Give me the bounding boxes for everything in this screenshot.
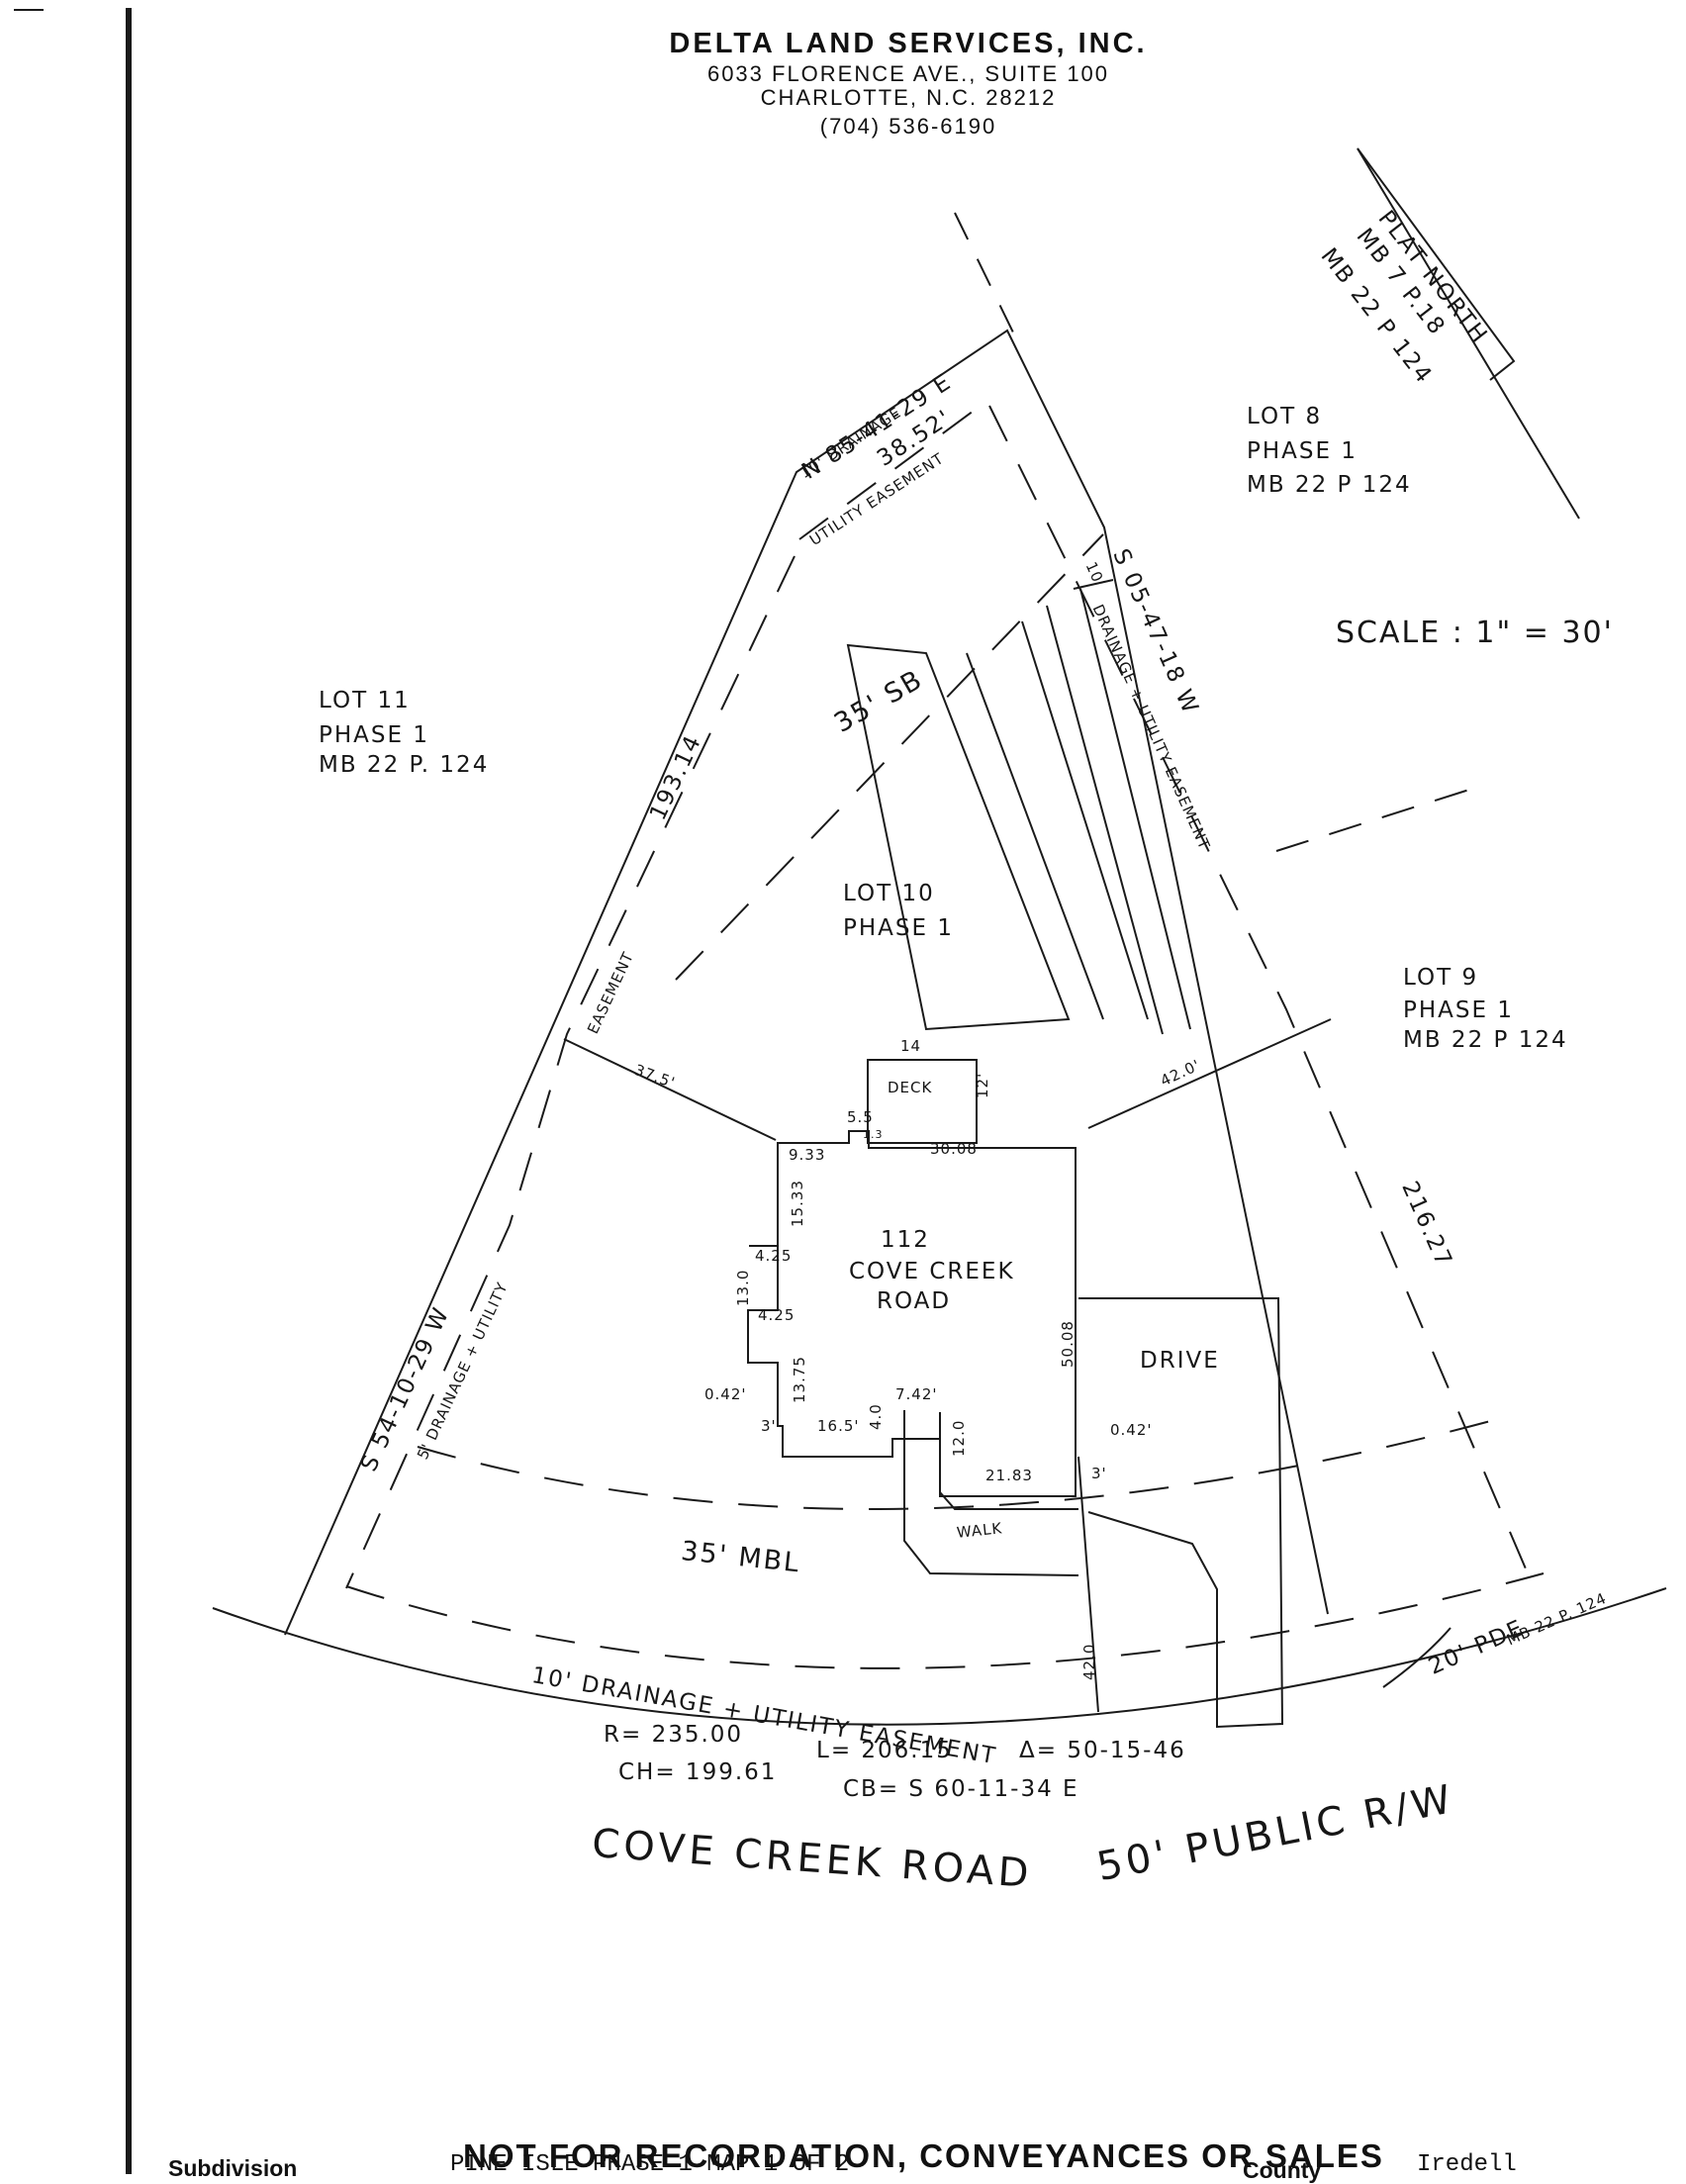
chord-length: CH= 199.61 xyxy=(618,1759,778,1785)
dim-corner-offset: 0.42' xyxy=(704,1385,747,1403)
chord-bearing: CB= S 60-11-34 E xyxy=(843,1776,1079,1802)
lot9-ref: MB 22 P 124 xyxy=(1403,1027,1568,1053)
house-street: COVE CREEK xyxy=(849,1259,1015,1284)
dim-bay: 13.0 xyxy=(734,1269,752,1306)
lot8-phase: PHASE 1 xyxy=(1247,438,1358,464)
hatch-4 xyxy=(1079,588,1191,1030)
walk-inner xyxy=(939,1412,1078,1510)
dim-stoop-width: 7.42' xyxy=(895,1385,938,1403)
east-future-line xyxy=(954,212,1014,333)
company-name: DELTA LAND SERVICES, INC. xyxy=(669,28,1148,59)
lot11-name: LOT 11 xyxy=(319,688,411,713)
dim-deck-width: 14 xyxy=(900,1037,922,1055)
company-address: 6033 FLORENCE AVE., SUITE 100 xyxy=(706,61,1110,86)
drive-label: DRIVE xyxy=(1140,1348,1220,1374)
front-curve xyxy=(212,1587,1667,1726)
deck-label: DECK xyxy=(888,1079,933,1096)
dim-corner-three: 3' xyxy=(761,1417,777,1435)
lot11-phase: PHASE 1 xyxy=(319,722,429,748)
hatch-1 xyxy=(966,652,1104,1020)
company-city: CHARLOTTE, N.C. 28212 xyxy=(760,85,1057,110)
lot10-name: LOT 10 xyxy=(843,881,935,906)
pde-leader xyxy=(1382,1627,1452,1688)
dim-to-east xyxy=(1087,1018,1332,1129)
lot10-phase: PHASE 1 xyxy=(843,915,954,941)
scale-label: SCALE : 1" = 30' xyxy=(1336,616,1614,650)
rear-setback-line xyxy=(675,533,1104,981)
dim-east-width xyxy=(1073,579,1114,590)
dim-deck-depth: 12' xyxy=(974,1072,991,1098)
company-phone: (704) 536-6190 xyxy=(819,114,997,139)
notice-banner: NOT FOR RECORDATION, CONVEYANCES OR SALE… xyxy=(463,2137,1384,2174)
north-easement-line xyxy=(798,407,979,540)
front-setback-line xyxy=(417,1415,1510,1510)
west-easement-line xyxy=(345,555,796,1589)
hatch-2 xyxy=(1021,620,1149,1020)
east-extension xyxy=(1275,788,1473,852)
deck-outline xyxy=(867,1059,978,1144)
future-pool-outline xyxy=(846,643,1071,1031)
dim-left-lower: 13.75 xyxy=(791,1356,808,1403)
dim-left-upper: 15.33 xyxy=(789,1180,806,1227)
lot-boundary xyxy=(284,329,1329,1636)
dim-to-west xyxy=(563,1038,777,1141)
curve-length: L= 206.15 xyxy=(816,1738,953,1763)
front-easement-line xyxy=(345,1572,1545,1669)
dim-walk-length: 21.83 xyxy=(985,1467,1033,1484)
drive-outline xyxy=(1078,1297,1284,1729)
dim-rear-right: 30.08 xyxy=(930,1140,978,1158)
lot9-name: LOT 9 xyxy=(1403,965,1479,991)
dim-right-side: 50.08 xyxy=(1059,1320,1077,1368)
dim-step1: 5.5 xyxy=(847,1108,874,1126)
county-label: County xyxy=(1243,2157,1322,2183)
dim-garage-three: 3' xyxy=(1091,1465,1107,1482)
lot9-phase: PHASE 1 xyxy=(1403,997,1514,1023)
dim-to-road xyxy=(1077,1456,1099,1713)
walk-outer xyxy=(903,1410,1079,1576)
dim-step2: 1.3 xyxy=(863,1128,884,1141)
dim-front-left: 16.5' xyxy=(817,1417,860,1435)
north-arrow-bracket xyxy=(1357,147,1516,381)
dim-jog1: 4.25 xyxy=(755,1247,793,1265)
lot8-name: LOT 8 xyxy=(1247,404,1323,429)
curve-delta: Δ= 50-15-46 xyxy=(1019,1738,1186,1763)
dim-rear-left: 9.33 xyxy=(789,1146,826,1164)
dim-stoop-depth: 4.0 xyxy=(867,1403,885,1430)
dim-to-road: 42.0 xyxy=(1080,1643,1098,1680)
hatch-3 xyxy=(1046,605,1164,1035)
subdivision-label: Subdivision xyxy=(168,2155,298,2181)
house-road: ROAD xyxy=(877,1288,952,1314)
north-arrow-line xyxy=(1357,147,1580,520)
dim-walk-depth: 12.0 xyxy=(950,1419,968,1457)
curve-radius: R= 235.00 xyxy=(604,1722,744,1748)
lot8-ref: MB 22 P 124 xyxy=(1247,472,1412,498)
east-easement-line xyxy=(988,405,1535,1588)
dim-jog2: 4.25 xyxy=(758,1306,796,1324)
house-number: 112 xyxy=(881,1227,930,1253)
lot11-ref: MB 22 P. 124 xyxy=(319,752,490,778)
dim-garage-offset: 0.42' xyxy=(1110,1421,1153,1439)
